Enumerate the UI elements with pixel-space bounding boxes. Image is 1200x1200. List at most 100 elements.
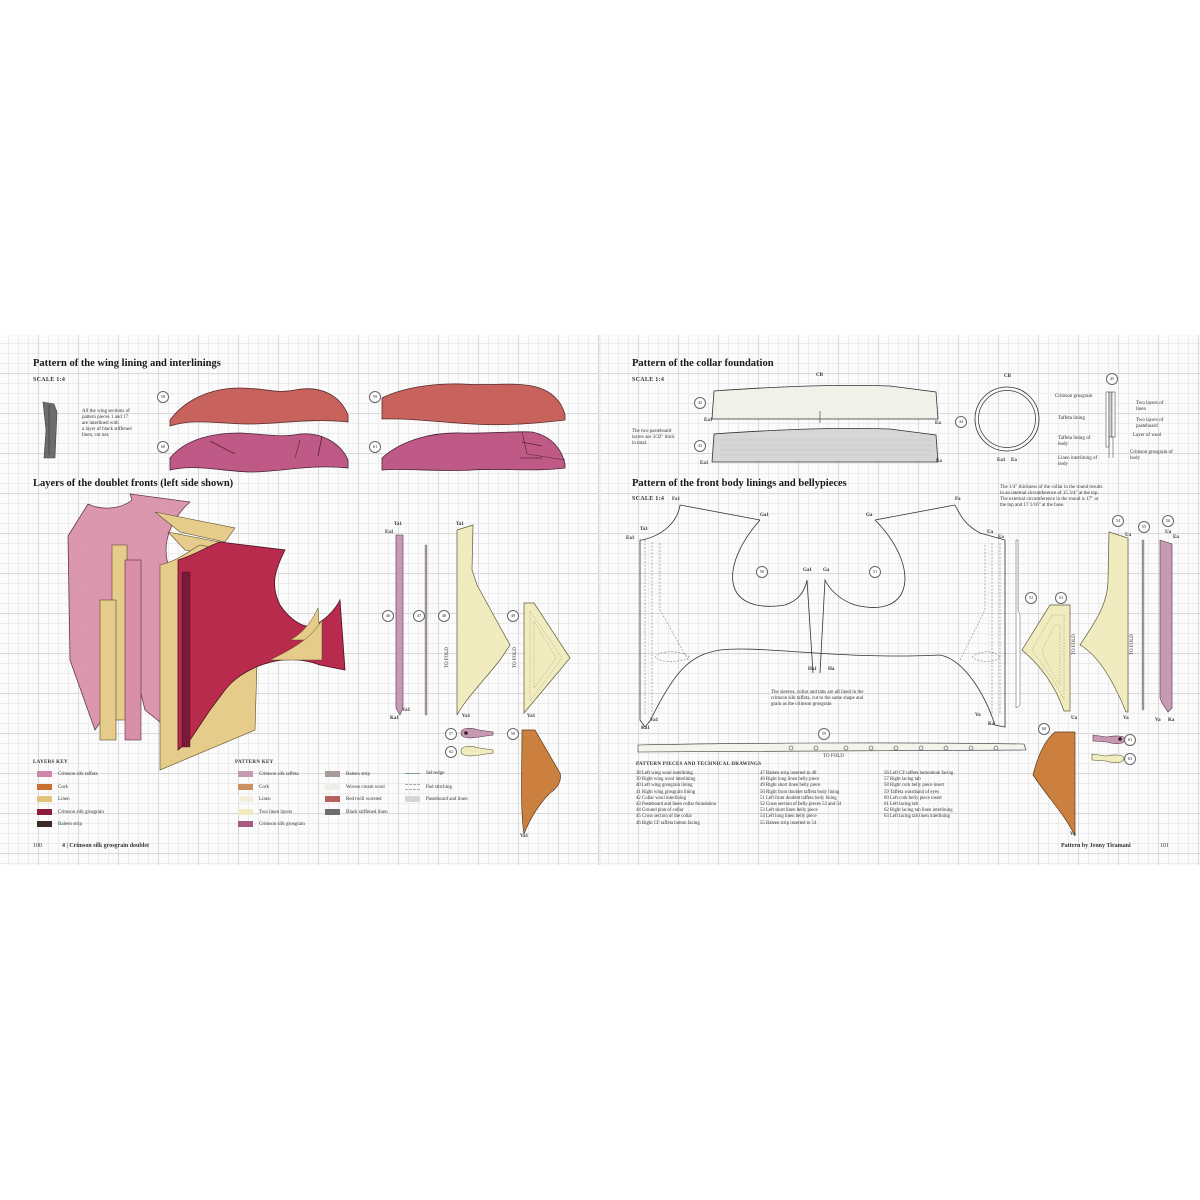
cross-section-label: Crimson grosgrain of body (1130, 450, 1173, 461)
layers-section-title: Layers of the doublet fronts (left side … (33, 478, 234, 489)
swatch-wool (325, 784, 340, 790)
to-fold-label-53: TO FOLD (1072, 634, 1077, 655)
point-label-ga: Ga (823, 568, 830, 573)
cross-section-label: Layer of wool (1133, 433, 1162, 438)
swatch-black-linen (325, 809, 340, 815)
body-section-title: Pattern of the front body linings and be… (632, 478, 847, 489)
point-label-va1-48: Va1 (462, 714, 471, 719)
swatch-cork (37, 784, 52, 790)
piece-43-pasteboard-collar (711, 427, 939, 463)
point-label-fa: Fa (955, 497, 961, 502)
piece-badge-44: 44 (955, 416, 967, 428)
point-label-cb: CB (816, 373, 823, 378)
swatch-worsted (325, 796, 340, 802)
point-label-ga1: Ga1 (803, 568, 812, 573)
piece-badge-59: 59 (369, 391, 381, 403)
front-body-linings-drawing (639, 504, 1006, 728)
piece-56-buttonhole-facing (1159, 539, 1173, 713)
point-label-cb: CB (1004, 374, 1011, 379)
piece-badge-53: 53 (1055, 592, 1067, 604)
point-label-va1: Va1 (402, 708, 411, 713)
point-label-ta1: Ta1 (394, 522, 402, 527)
piece-badge-43: 43 (694, 440, 706, 452)
collar-circumference-note: The 1/4" thickness of the collar in the … (1000, 485, 1103, 508)
piece-61-lacing-tab (1092, 734, 1126, 744)
piece-badge-52: 52 (1025, 592, 1037, 604)
collar-section-title: Pattern of the collar foundation (632, 358, 774, 369)
pattern-key-item: Crimson silk grosgrain (238, 821, 305, 827)
chapter-title: 4 | Crimson silk grosgrain doublet (62, 843, 150, 849)
piece-badge-63: 63 (1124, 753, 1136, 765)
cross-section-label: Two layers of linen (1136, 401, 1164, 412)
swatch-baleen (37, 821, 52, 827)
point-label-ea: Ea (1173, 535, 1179, 540)
point-label-ka: Ka (988, 722, 995, 727)
point-label-va1-58: Va1 (520, 834, 529, 839)
pattern-key-item: Red twill worsted (325, 796, 382, 802)
point-label-ua: Ua (1165, 530, 1172, 535)
pattern-key-item: Baleen strip (325, 771, 370, 777)
point-label-ea1: Ea1 (385, 530, 394, 535)
piece-badge-42: 42 (694, 397, 706, 409)
wing-scale-label: SCALE 1:4 (33, 377, 66, 383)
lining-note: The sleeves, collar and tabs are all lin… (771, 690, 864, 707)
layers-key-item: Crimson silk grosgrain (37, 809, 104, 815)
swatch-pasteboard (405, 796, 420, 802)
swatch-cork (238, 784, 253, 790)
piece-badge-48: 48 (438, 610, 450, 622)
piece-55-baleen (1141, 539, 1145, 711)
piece-badge-46: 46 (382, 610, 394, 622)
piece-badge-62: 62 (445, 746, 457, 758)
right-page-number: 101 (1160, 843, 1169, 849)
piece-badge-57: 57 (445, 728, 457, 740)
cross-section-label: Crimson grosgrain (1055, 394, 1093, 399)
pattern-key-item: Pad stitching (405, 784, 452, 790)
wing-interlining-note: All the wing sections of pattern pieces … (82, 409, 132, 438)
wing-piece-61 (381, 431, 566, 471)
piece-badge-47: 47 (413, 610, 425, 622)
swatch-linen (238, 796, 253, 802)
point-label-va: Va (1123, 716, 1129, 721)
selvedge-line-icon (405, 773, 420, 774)
wing-piece-58 (169, 387, 349, 427)
layers-key-heading: LAYERS KEY (33, 760, 68, 765)
point-label-va: Va (975, 713, 981, 718)
swatch-baleen (325, 771, 340, 777)
piece-badge-58: 58 (157, 391, 169, 403)
wing-piece-60 (169, 432, 349, 473)
point-label-ea1: Ea1 (704, 418, 713, 423)
point-label-ka1: Ka1 (390, 716, 399, 721)
piece-badge-55: 55 (1138, 521, 1150, 533)
point-label-ta1-48: Ta1 (456, 522, 464, 527)
piece-badge-49: 49 (507, 610, 519, 622)
piece-62-tab-interlining (460, 746, 494, 757)
point-label-fa1: Fa1 (672, 497, 681, 502)
pattern-key-item: Crimson silk taffeta (238, 771, 299, 777)
piece-49-short-bellypiece (523, 602, 571, 714)
wing-piece-59 (381, 383, 566, 426)
piece-badge-54: 54 (1112, 515, 1124, 527)
wing-section-title: Pattern of the wing lining and interlini… (33, 358, 221, 369)
piece-badge-60: 60 (157, 441, 169, 453)
layers-key-item: Crimson silk taffeta (37, 771, 98, 777)
left-page-number: 100 (33, 843, 42, 849)
swatch-grosgrain (37, 809, 52, 815)
point-label-ga: Ga (866, 513, 873, 518)
point-label-ua: Ua (987, 530, 994, 535)
cross-section-label: Two layers of pasteboard (1136, 418, 1164, 429)
piece-59-waistband (637, 742, 1027, 753)
piece-badge-59: 59 (818, 728, 830, 740)
layers-key-item: Cork (37, 784, 68, 790)
layers-key-item: Linen (37, 796, 70, 802)
piece-badge-61: 61 (1124, 734, 1136, 746)
point-label-ea: Ea (936, 459, 942, 464)
cross-section-label: Taffeta lining of body (1058, 436, 1091, 447)
piece-47-baleen (424, 544, 428, 716)
piece-badge-45: 45 (1106, 373, 1118, 385)
swatch-grosgrain (238, 821, 253, 827)
page-gutter (599, 335, 601, 865)
piece-63-tab-interlining (1091, 753, 1125, 763)
collar-scale-label: SCALE 1:4 (632, 377, 665, 383)
pattern-credit: Pattern by Jenny Tiramani (1061, 843, 1131, 849)
